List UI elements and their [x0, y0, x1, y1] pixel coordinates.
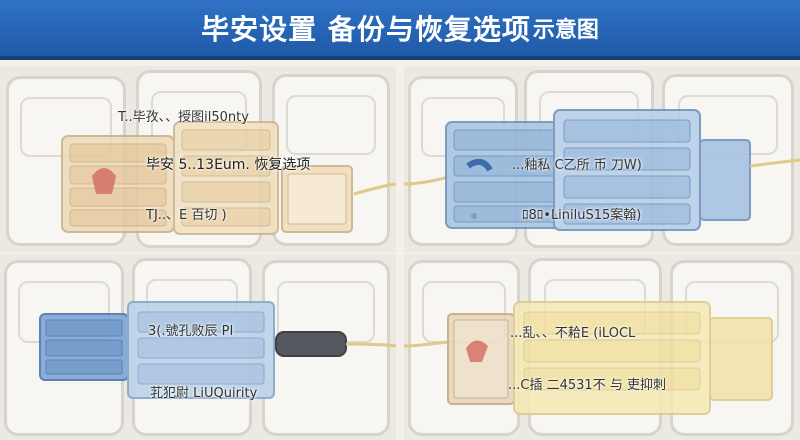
- server-rack-illustration: [61, 121, 396, 235]
- panel-top-left: T..毕孜、、授图il50nty 毕安 5..13Eum. 恢复选项 TJ..、…: [0, 66, 396, 252]
- panel-label: 毕安 5..13Eum. 恢复选项: [146, 157, 311, 173]
- panel-top-right: ...釉私 C乙所 币 刀W) ﾛ8ﾛ•LiniluS15案翰): [404, 66, 800, 252]
- title-banner: 毕安设置 备份与恢复选项 示意图: [0, 0, 800, 60]
- panel-label: ...乱、、不耠E (iLOCL: [510, 326, 636, 341]
- panel-label: ﾛ8ﾛ•LiniluS15案翰): [522, 208, 642, 223]
- panel-bottom-right: ...乱、、不耠E (iLOCL ...C插 二4531不 与 吏抑刺: [404, 254, 800, 440]
- panel-label: 芤犯尉 LiUQuirity: [150, 386, 258, 401]
- server-rack-illustration: [404, 301, 773, 415]
- panel-label: ...C插 二4531不 与 吏抑刺: [508, 378, 666, 393]
- page-title-suffix: 示意图: [532, 18, 599, 43]
- panel-label: 3(.號孔败辰 PI: [148, 324, 234, 339]
- server-rack-illustration: [39, 301, 396, 399]
- panel-bottom-left: 3(.號孔败辰 PI 芤犯尉 LiUQuirity: [0, 254, 396, 440]
- server-rack-illustration: [404, 109, 800, 231]
- panel-label: ...釉私 C乙所 币 刀W): [512, 158, 642, 173]
- panel-label: T..毕孜、、授图il50nty: [118, 110, 249, 125]
- page-title: 毕安设置 备份与恢复选项: [201, 13, 531, 46]
- panel-label: TJ..、E 百切 ): [146, 208, 227, 223]
